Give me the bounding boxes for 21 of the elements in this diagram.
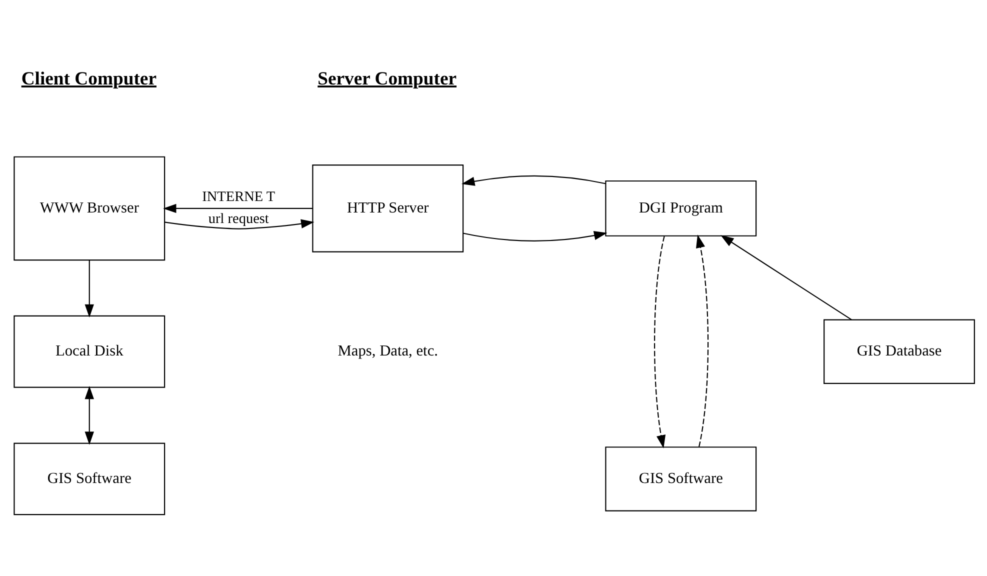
label: Server Computer [318,68,457,90]
arrow [163,204,313,214]
edge-label: url request [208,211,269,228]
label: Maps, Data, etc. [338,342,438,360]
arrow [720,235,852,320]
arrow [462,175,606,186]
edge-label: INTERNE T [202,189,276,206]
arrow [654,236,666,448]
node-box: DGI Program [605,180,757,236]
node-box: GIS Database [824,319,975,384]
label: Client Computer [21,68,156,90]
node-box: WWW Browser [14,156,166,261]
node-box: GIS Software [605,446,757,512]
arrow [84,260,94,318]
node-box: Local Disk [14,315,166,388]
arrow [164,219,314,230]
arrow [463,231,608,242]
node-box: HTTP Server [312,164,464,252]
node-box: GIS Software [14,442,166,516]
arrow [84,386,94,445]
arrow [696,234,709,447]
